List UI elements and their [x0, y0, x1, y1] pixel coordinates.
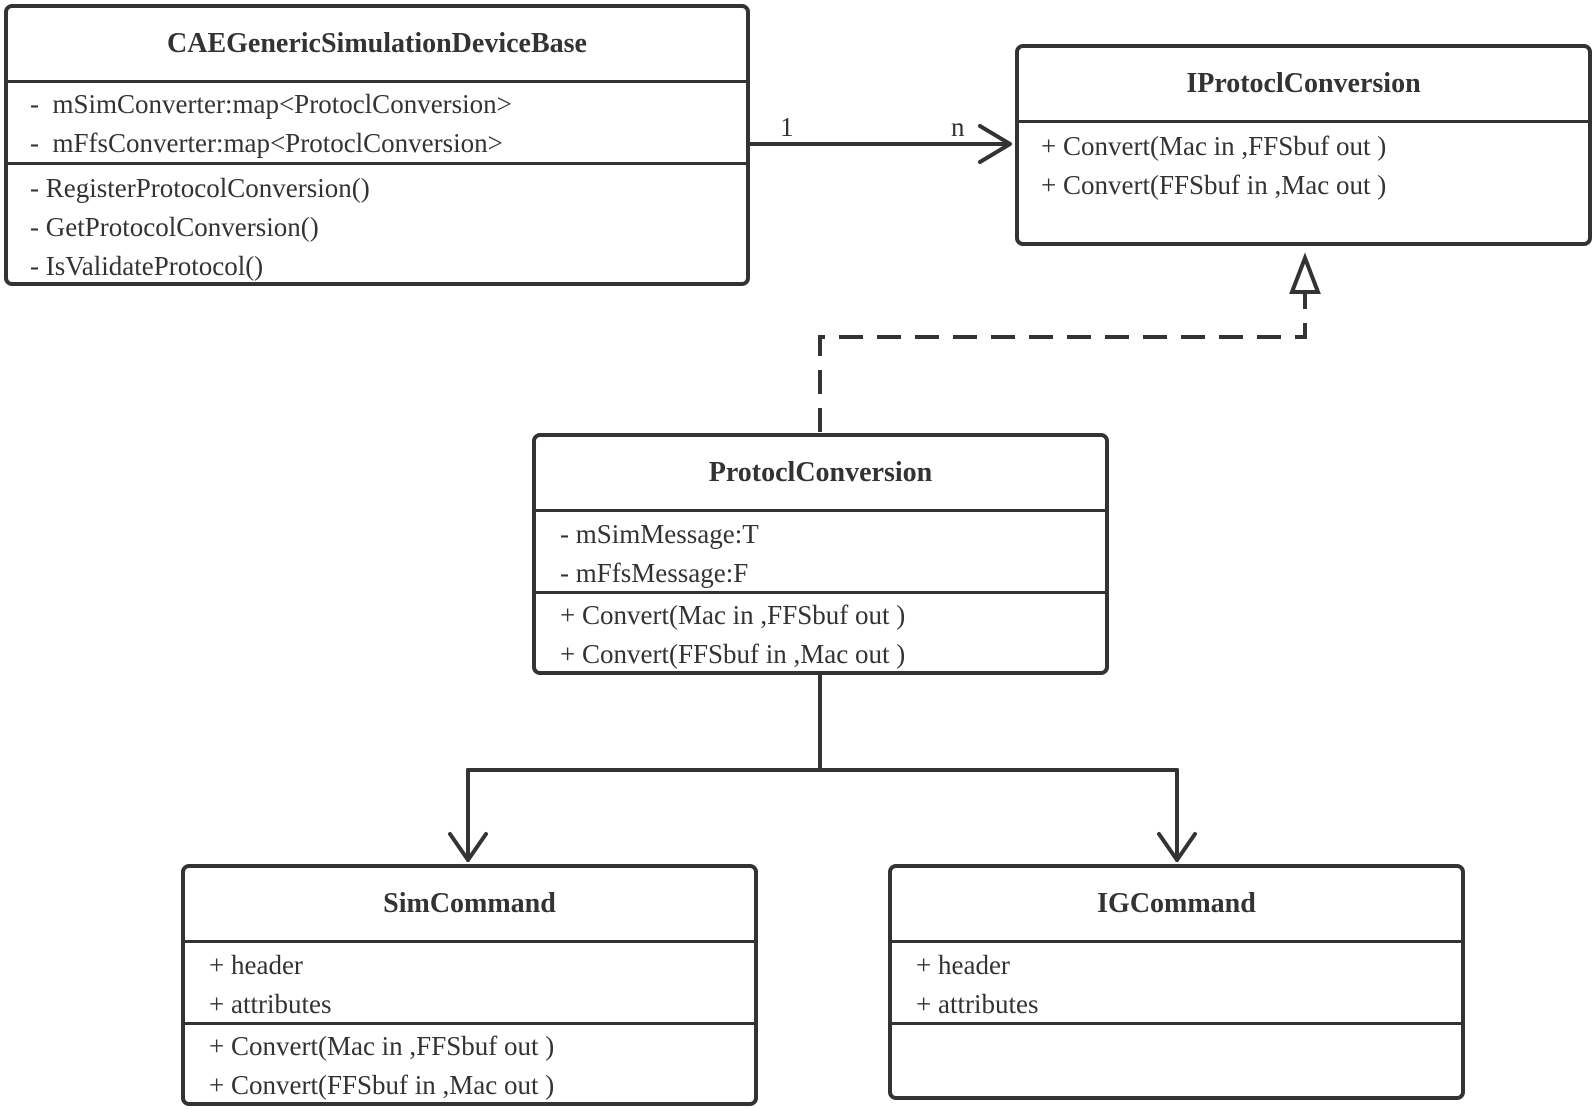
- operation-item: + Convert(Mac in ,FFSbuf out ): [209, 1031, 555, 1061]
- derivation-connectors: [448, 673, 1197, 862]
- class-attributes: + header + attributes: [185, 943, 754, 1025]
- operation-item: + Convert(FFSbuf in ,Mac out ): [1041, 170, 1387, 200]
- class-ig-command[interactable]: IGCommand + header + attributes: [888, 864, 1465, 1100]
- class-cae-generic-simulation-device-base[interactable]: CAEGenericSimulationDeviceBase - mSimCon…: [4, 4, 750, 286]
- attribute-item: + header: [209, 950, 303, 980]
- attribute-item: + header: [916, 950, 1010, 980]
- class-protocl-conversion[interactable]: ProtoclConversion - mSimMessage:T - mFfs…: [532, 433, 1109, 675]
- class-operations: + Convert(Mac in ,FFSbuf out ) + Convert…: [1019, 123, 1588, 205]
- association-source-multiplicity: 1: [780, 112, 794, 142]
- attribute-item: - mFfsMessage:F: [560, 558, 749, 588]
- interface-iprotocl-conversion[interactable]: IProtoclConversion + Convert(Mac in ,FFS…: [1015, 44, 1592, 246]
- operation-item: + Convert(FFSbuf in ,Mac out ): [209, 1070, 555, 1100]
- attribute-item: - mFfsConverter:map<ProtoclConversion>: [30, 128, 503, 158]
- realization-connector: [818, 252, 1321, 432]
- class-name: CAEGenericSimulationDeviceBase: [8, 8, 746, 83]
- class-attributes: - mSimConverter:map<ProtoclConversion> -…: [8, 83, 746, 165]
- attribute-item: - mSimMessage:T: [560, 519, 759, 549]
- attribute-item: - mSimConverter:map<ProtoclConversion>: [30, 89, 512, 119]
- class-operations: + Convert(Mac in ,FFSbuf out ) + Convert…: [536, 594, 1105, 671]
- operation-item: + Convert(Mac in ,FFSbuf out ): [560, 600, 906, 630]
- attribute-item: + attributes: [209, 989, 332, 1019]
- operation-item: - RegisterProtocolConversion(): [30, 173, 370, 203]
- class-name: IGCommand: [892, 868, 1461, 943]
- class-name: ProtoclConversion: [536, 437, 1105, 512]
- class-operations: - RegisterProtocolConversion() - GetProt…: [8, 165, 746, 282]
- class-attributes: - mSimMessage:T - mFfsMessage:F: [536, 512, 1105, 594]
- operation-item: - IsValidateProtocol(): [30, 251, 264, 281]
- class-name: SimCommand: [185, 868, 754, 943]
- attribute-item: + attributes: [916, 989, 1039, 1019]
- operation-item: + Convert(FFSbuf in ,Mac out ): [560, 639, 906, 669]
- operation-item: - GetProtocolConversion(): [30, 212, 319, 242]
- class-attributes: + header + attributes: [892, 943, 1461, 1025]
- class-operations: + Convert(Mac in ,FFSbuf out ) + Convert…: [185, 1025, 754, 1102]
- class-sim-command[interactable]: SimCommand + header + attributes + Conve…: [181, 864, 758, 1106]
- operation-item: + Convert(Mac in ,FFSbuf out ): [1041, 131, 1387, 161]
- class-name: IProtoclConversion: [1019, 48, 1588, 123]
- association-target-multiplicity: n: [951, 112, 965, 142]
